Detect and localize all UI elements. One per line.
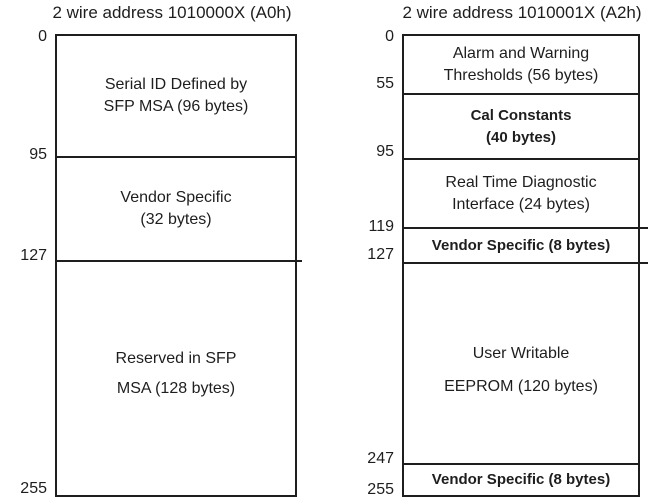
- section-text-line: (40 bytes): [485, 128, 557, 146]
- left-address-label-127: 127: [20, 247, 47, 264]
- section-text-line: User Writable: [472, 344, 570, 362]
- section-text-line: Reserved in SFP: [115, 349, 237, 367]
- left-diagram-title: 2 wire address 1010000X (A0h): [52, 3, 292, 22]
- section-text-line: Vendor Specific (8 bytes): [431, 471, 611, 488]
- section-text-line: Thresholds (56 bytes): [443, 66, 599, 84]
- right-address-label-247: 247: [367, 450, 394, 467]
- section-text-line: Real Time Diagnostic: [445, 173, 597, 191]
- right-address-label-95: 95: [376, 143, 394, 160]
- section-text-line: SFP MSA (96 bytes): [103, 98, 249, 115]
- right-address-label-119: 119: [368, 218, 394, 235]
- left-address-label-95: 95: [29, 146, 47, 163]
- right-address-label-255: 255: [367, 481, 394, 498]
- right-address-label-55: 55: [376, 75, 394, 92]
- right-address-label-0: 0: [385, 28, 394, 45]
- divider-tick: [638, 262, 648, 264]
- right-address-label-127: 127: [367, 246, 394, 263]
- section-text-line: MSA (128 bytes): [116, 379, 236, 397]
- memory-section-vendor-specific-8-upper: Vendor Specific (8 bytes): [404, 229, 648, 264]
- right-memory-box: Alarm and Warning Thresholds (56 bytes) …: [402, 34, 648, 497]
- section-text-line: EEPROM (120 bytes): [444, 377, 598, 395]
- section-text-line: Alarm and Warning: [452, 44, 590, 62]
- memory-section-reserved: Reserved in SFP MSA (128 bytes): [57, 262, 295, 495]
- divider-tick: [638, 227, 648, 229]
- right-diagram-title: 2 wire address 1010001X (A2h): [402, 3, 642, 22]
- memory-section-alarm-warning-thresholds: Alarm and Warning Thresholds (56 bytes): [404, 36, 638, 95]
- memory-section-user-writable-eeprom: User Writable EEPROM (120 bytes): [404, 264, 638, 465]
- section-text-line: Cal Constants: [470, 106, 572, 124]
- divider-tick: [295, 260, 302, 262]
- left-memory-box: Serial ID Defined by SFP MSA (96 bytes) …: [55, 34, 302, 497]
- memory-section-real-time-diagnostic: Real Time Diagnostic Interface (24 bytes…: [404, 160, 648, 229]
- section-text-line: Interface (24 bytes): [452, 195, 590, 213]
- section-text-line: Serial ID Defined by: [104, 76, 248, 93]
- memory-section-vendor-specific-8-lower: Vendor Specific (8 bytes): [404, 465, 638, 495]
- section-text-line: (32 bytes): [140, 211, 212, 228]
- section-text-line: Vendor Specific (8 bytes): [431, 236, 611, 254]
- left-address-label-0: 0: [38, 28, 47, 45]
- memory-section-serial-id: Serial ID Defined by SFP MSA (96 bytes): [57, 36, 295, 158]
- memory-section-vendor-specific-32: Vendor Specific (32 bytes): [57, 158, 302, 262]
- left-address-label-255: 255: [20, 480, 47, 497]
- section-text-line: Vendor Specific: [120, 189, 232, 206]
- memory-section-cal-constants: Cal Constants (40 bytes): [404, 95, 638, 160]
